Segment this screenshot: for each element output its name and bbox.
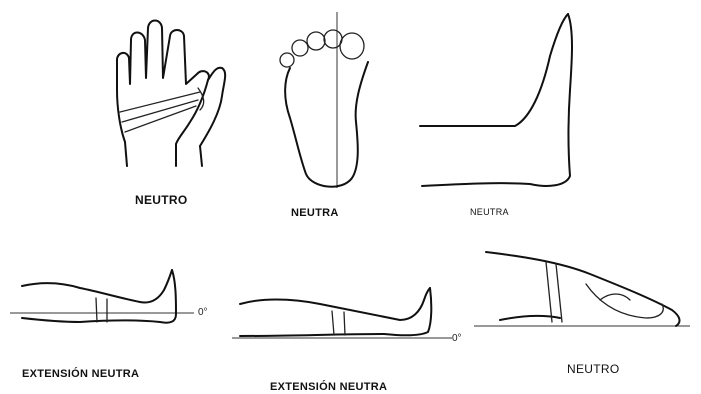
knee-extension-drawing (10, 270, 194, 323)
hip-band-left (332, 311, 334, 335)
hip-band-right (344, 312, 345, 335)
hip-extension-label: EXTENSIÓN NEUTRA (270, 381, 387, 393)
hand-back-edge (200, 68, 225, 146)
foot-sole-outline (285, 62, 368, 187)
foot-neutral-label: NEUTRA (291, 207, 339, 219)
toe-1 (340, 33, 364, 59)
hip-foot-front (240, 288, 431, 336)
knee-zero-degree-mark: 0° (198, 307, 208, 318)
knee-extension-label: EXTENSIÓN NEUTRA (22, 368, 139, 380)
ankle-shin-top (420, 14, 568, 126)
knee-leg-top (22, 270, 172, 303)
hip-zero-degree-mark: 0° (452, 333, 462, 344)
hand-wrist-right (200, 146, 202, 166)
knee-foot-front (22, 270, 176, 323)
hip-leg-top (240, 288, 430, 320)
ankle-neutral-drawing (420, 14, 572, 186)
supine-band-right (556, 264, 562, 322)
toe-5 (280, 53, 294, 67)
knee-band-left (96, 298, 97, 322)
ankle-foot-front (422, 14, 572, 186)
supine-leg-drawing (474, 252, 690, 326)
hand-neutral-label: NEUTRO (135, 193, 187, 207)
toe-2 (324, 30, 342, 48)
hand-neutral-drawing (117, 21, 225, 167)
ankle-neutral-label: NEUTRA (470, 207, 509, 217)
foot-sole-drawing (280, 12, 368, 188)
hand-wrist-left (125, 142, 127, 166)
supine-band-left (546, 262, 552, 322)
toe-3 (307, 32, 325, 50)
supine-leg-top (486, 252, 679, 326)
supine-heel (600, 294, 630, 300)
toe-4 (292, 40, 308, 56)
hip-extension-drawing (232, 288, 452, 338)
supine-neutral-label: NEUTRO (567, 362, 619, 376)
